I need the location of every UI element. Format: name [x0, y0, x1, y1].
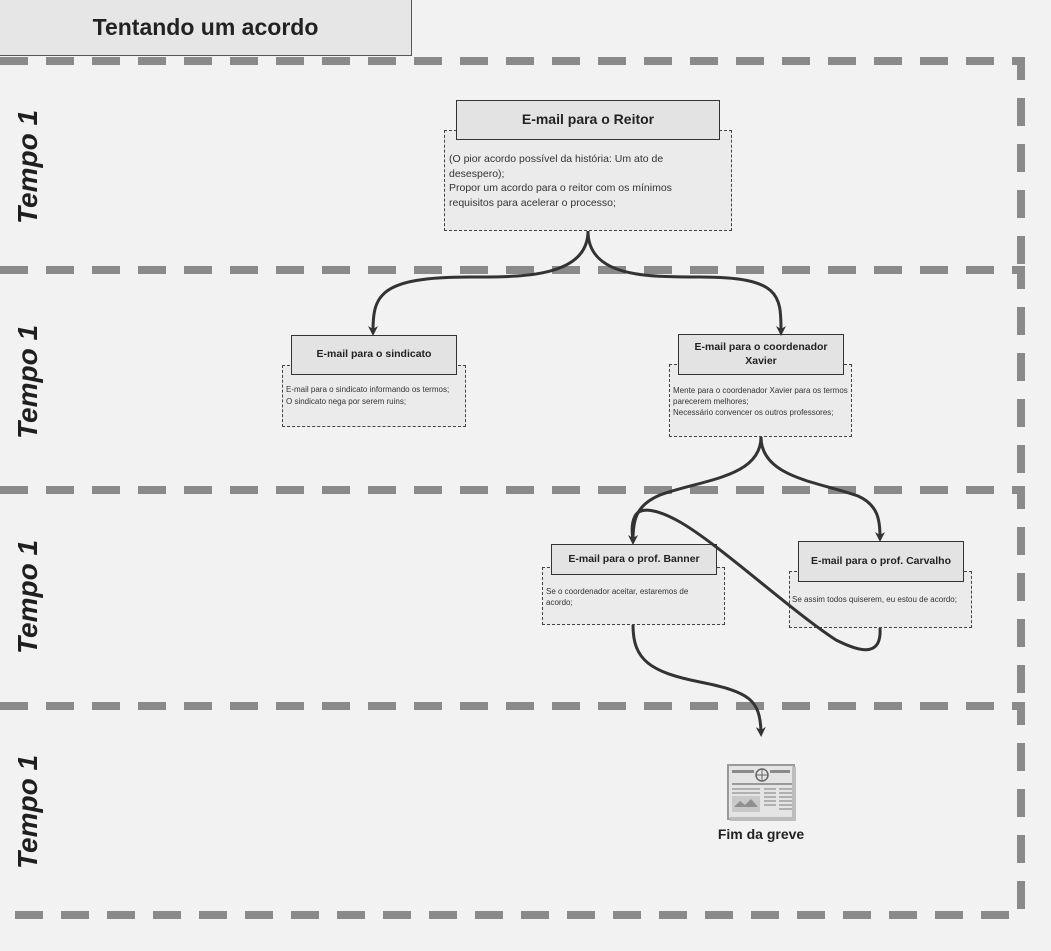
connector-carvalho-banner — [630, 508, 882, 652]
sindicato-card-text: E-mail para o sindicato informando os te… — [286, 385, 450, 406]
connector-banner-fim — [631, 624, 766, 737]
xavier-card-body[interactable]: Mente para o coordenador Xavier para os … — [669, 364, 852, 437]
reitor-card-title[interactable]: E-mail para o Reitor — [456, 100, 720, 140]
sindicato-card-body[interactable]: E-mail para o sindicato informando os te… — [282, 365, 466, 427]
end-node-label[interactable]: Fim da greve — [717, 826, 805, 842]
connector-reitor-xavier — [586, 230, 786, 336]
xavier-card-text: Mente para o coordenador Xavier para os … — [673, 386, 848, 417]
carvalho-card-title[interactable]: E-mail para o prof. Carvalho — [798, 541, 964, 582]
carvalho-card-text: Se assim todos quiserem, eu estou de aco… — [792, 595, 957, 604]
board-title: Tentando um acordo — [0, 0, 412, 56]
connector-xavier-banner — [628, 436, 763, 545]
banner-card-title[interactable]: E-mail para o prof. Banner — [551, 544, 717, 575]
banner-card-text: Se o coordenador aceitar, estaremos de a… — [546, 587, 689, 607]
lane-4-border — [0, 702, 1025, 919]
xavier-card-title[interactable]: E-mail para o coordenador Xavier — [678, 334, 844, 375]
reitor-card-text: (O pior acordo possível da história: Um … — [449, 153, 672, 209]
sindicato-card-title[interactable]: E-mail para o sindicato — [291, 335, 457, 375]
lane-2-border — [0, 266, 1025, 490]
lane-3-border — [0, 486, 1025, 706]
newspaper-icon — [727, 764, 796, 821]
lane-1-border — [0, 57, 1025, 270]
connector-xavier-carvalho — [759, 436, 885, 542]
connector-reitor-sindicato — [368, 230, 590, 336]
